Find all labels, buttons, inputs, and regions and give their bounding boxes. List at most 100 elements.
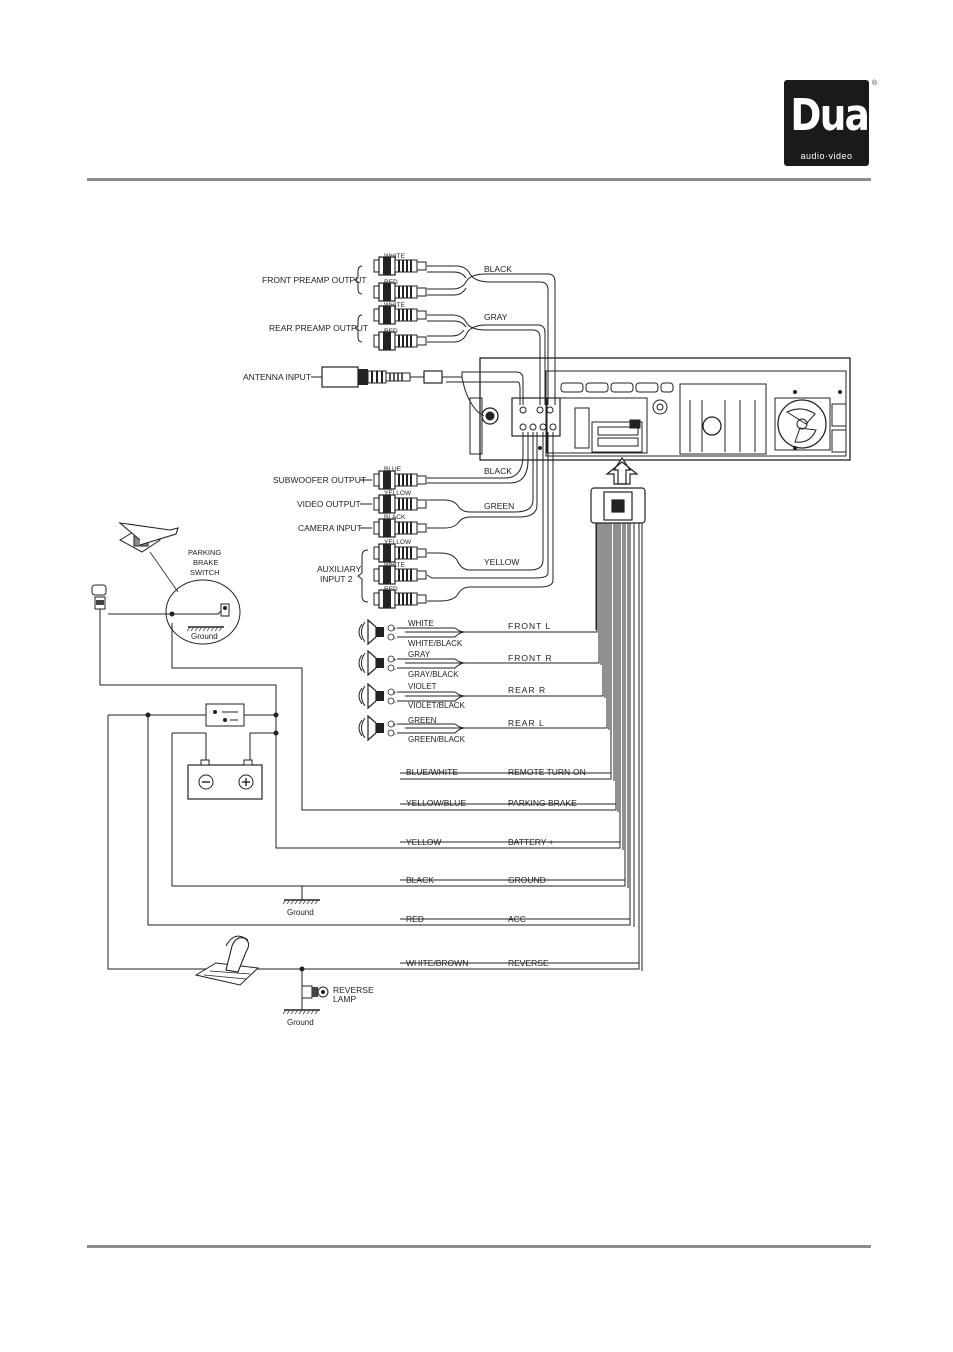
rca-plug (373, 282, 427, 302)
parking-switch-line1: PARKING (188, 548, 221, 557)
rca-plug (373, 543, 427, 563)
registered-mark: ® (872, 80, 878, 87)
parking-switch-line3: SWITCH (190, 568, 220, 577)
svg-text:−: − (393, 667, 397, 673)
logo-subtitle: audio·video (800, 151, 853, 161)
speaker-icon (358, 650, 395, 676)
aux-input-group: AUXILIARY INPUT 2 YELLOW WHITE RED YELLO… (317, 539, 519, 609)
svg-text:+: + (393, 723, 397, 729)
battery-icon (187, 759, 263, 800)
rca-plug (373, 331, 427, 351)
harness-bundle (400, 523, 643, 971)
reverse-lamp-icon: REVERSE LAMP (301, 985, 374, 1004)
speaker-front-right: + − GRAY GRAY/BLACK FRONT R (358, 650, 599, 679)
harness-connector (590, 456, 646, 524)
speaker-neg-wire: VIOLET/BLACK (408, 701, 466, 710)
wire-function-label: REMOTE TURN-ON (508, 767, 586, 777)
parking-switch-line2: BRAKE (193, 558, 218, 567)
speaker-pos-wire: GRAY (408, 650, 431, 659)
rca-plug (373, 256, 427, 276)
ground-label: Ground (287, 908, 314, 917)
rca-plug (373, 494, 427, 514)
subwoofer-label: SUBWOOFER OUTPUT (273, 475, 366, 485)
rca-plug (373, 305, 427, 325)
wire-function-label: REVERSE (508, 958, 549, 968)
aux-cable-label: YELLOW (484, 557, 519, 567)
speaker-icon (358, 683, 395, 709)
speaker-pos-wire: GREEN (408, 716, 437, 725)
head-unit (469, 357, 851, 461)
speaker-rear-left: + − GREEN GREEN/BLACK REAR L (358, 715, 607, 744)
front-cable-label: BLACK (484, 264, 512, 274)
wire-color-label: YELLOW/BLUE (406, 798, 466, 808)
wire-color-label: YELLOW (406, 837, 441, 847)
ground-symbol: Ground (282, 1009, 321, 1027)
svg-text:+: + (393, 627, 397, 633)
antenna-label: ANTENNA INPUT (243, 372, 311, 382)
antenna-plug-body (321, 366, 359, 388)
reverse-lamp-line2: LAMP (333, 994, 356, 1004)
rca-plug (373, 565, 427, 585)
svg-text:−: − (393, 636, 397, 642)
wire-color-label: BLUE/WHITE (406, 767, 458, 777)
speaker-front-left: + − WHITE WHITE/BLACK FRONT L (358, 619, 597, 648)
subwoofer-group: SUBWOOFER OUTPUT BLUE BLACK (273, 466, 512, 490)
wire-color-label: WHITE/BROWN (406, 958, 468, 968)
video-output-label: VIDEO OUTPUT (297, 499, 361, 509)
wire-color-label: RED (406, 914, 424, 924)
svg-text:+: + (393, 691, 397, 697)
wire-function-label: ACC (508, 914, 526, 924)
speaker-neg-wire: GREEN/BLACK (408, 735, 466, 744)
antenna-group: ANTENNA INPUT (243, 366, 446, 388)
aux-plug-label-yellow: YELLOW (384, 539, 412, 546)
video-cable-label: GREEN (484, 501, 514, 511)
speaker-pos-wire: VIOLET (408, 682, 437, 691)
svg-text:−: − (393, 700, 397, 706)
speaker-channel-label: FRONT R (508, 653, 553, 663)
wire-function-label: BATTERY + (508, 837, 554, 847)
ignition-key-icon (91, 584, 107, 610)
gear-shifter-icon (194, 935, 260, 986)
svg-text:−: − (393, 732, 397, 738)
ignition-switch-box (205, 703, 245, 727)
ground-symbol: Ground (282, 899, 321, 917)
svg-text:+: + (393, 658, 397, 664)
speaker-neg-wire: GRAY/BLACK (408, 670, 459, 679)
rear-preamp-label: REAR PREAMP OUTPUT (269, 323, 368, 333)
junction-dots (145, 611, 305, 972)
front-preamp-label: FRONT PREAMP OUTPUT (262, 275, 367, 285)
dual-logo: Dual audio·video (784, 80, 881, 166)
wire-function-label: GROUND (508, 875, 546, 885)
rca-cables (426, 265, 556, 602)
reverse-lamp-line1: REVERSE (333, 985, 374, 995)
speaker-rear-right: + − VIOLET VIOLET/BLACK REAR R (358, 682, 603, 710)
rca-plug (373, 470, 427, 490)
front-preamp-group: FRONT PREAMP OUTPUT WHITE RED BLACK (262, 253, 512, 302)
video-plug-label: YELLOW (384, 490, 412, 497)
vehicle-wiring (99, 608, 400, 1010)
speaker-neg-wire: WHITE/BLACK (408, 639, 463, 648)
speaker-channel-label: FRONT L (508, 621, 551, 631)
speaker-icon (358, 715, 395, 741)
subwoofer-cable-label: BLACK (484, 466, 512, 476)
ground-label: Ground (191, 632, 218, 641)
rca-plug (373, 518, 427, 538)
subwoofer-plug-label: BLUE (384, 466, 402, 473)
top-rule (87, 178, 871, 181)
speaker-channel-label: REAR R (508, 685, 546, 695)
speaker-pos-wire: WHITE (408, 619, 434, 628)
aux-label-1: AUXILIARY (317, 564, 362, 574)
parking-brake-switch: PARKING BRAKE SWITCH Ground (118, 522, 241, 645)
wire-color-label: BLACK (406, 875, 434, 885)
ground-label: Ground (287, 1018, 314, 1027)
speaker-channel-label: REAR L (508, 718, 545, 728)
power-wire-labels: BLUE/WHITE REMOTE TURN-ON YELLOW/BLUE PA… (406, 767, 586, 968)
aux-label-2: INPUT 2 (320, 574, 353, 584)
bottom-rule (87, 1245, 871, 1248)
camera-plug-label: BLACK (384, 514, 406, 521)
rca-plug (373, 589, 427, 609)
camera-input-label: CAMERA INPUT (298, 523, 362, 533)
wire-function-label: PARKING BRAKE (508, 798, 577, 808)
video-output-group: VIDEO OUTPUT YELLOW GREEN (297, 490, 514, 514)
